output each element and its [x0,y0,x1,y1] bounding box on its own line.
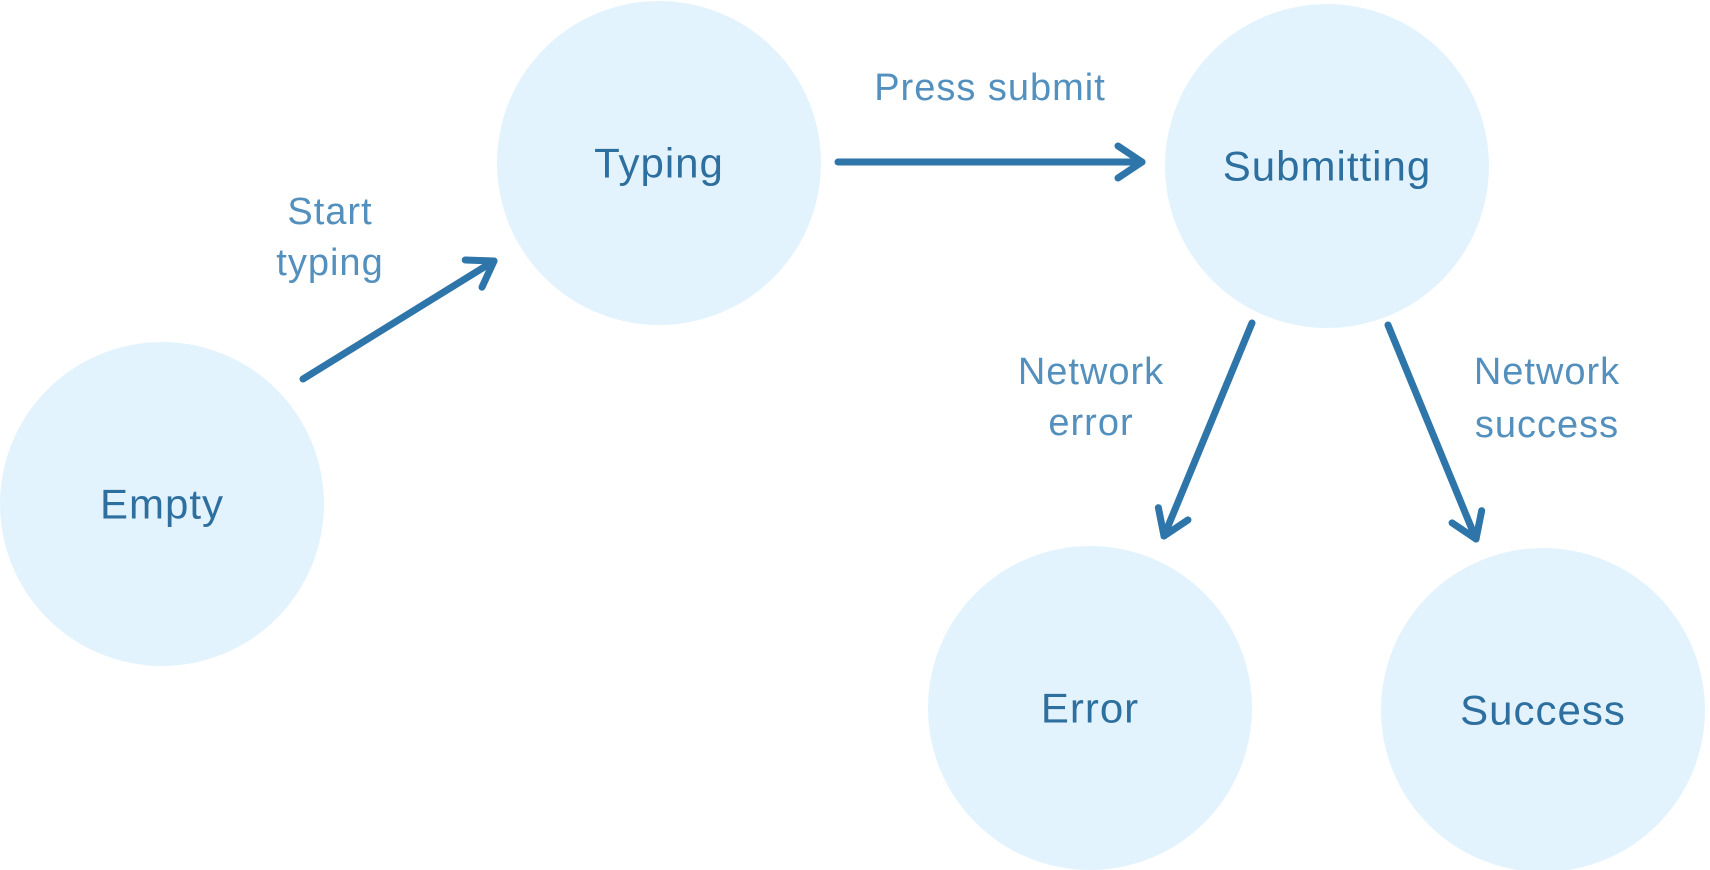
transition-label-typing-to-submitting-line1: Press submit [874,67,1106,109]
state-label-success: Success [1460,687,1626,734]
transition-empty-to-typing: Start typing [276,191,498,383]
state-node-typing: Typing [497,1,821,325]
state-label-submitting: Submitting [1223,143,1431,190]
state-circle-submitting [1165,4,1489,328]
transition-label-empty-to-typing-line2: typing [276,242,383,284]
state-node-error: Error [928,546,1252,870]
state-label-error: Error [1041,685,1139,732]
state-label-typing: Typing [594,140,724,187]
transition-label-submitting-to-error-line1: Network [1018,351,1164,393]
transition-arrow-empty-to-typing [299,256,498,383]
transition-submitting-to-error: Network error [1018,319,1256,540]
transition-label-empty-to-typing-line1: Start [287,191,372,233]
state-circle-success [1381,548,1705,870]
transition-label-submitting-to-success-line2: success [1475,404,1619,446]
state-node-success: Success [1381,548,1705,870]
state-circle-empty [0,342,324,666]
state-circle-typing [497,1,821,325]
state-node-empty: Empty [0,342,324,666]
transition-arrow-submitting-to-success [1384,321,1486,543]
transition-label-submitting-to-success-line1: Network [1474,351,1620,393]
transition-submitting-to-success: Network success [1384,321,1620,543]
transition-typing-to-submitting: Press submit [834,67,1146,182]
transition-arrow-submitting-to-error [1154,319,1256,540]
state-node-submitting: Submitting [1165,4,1489,328]
state-label-empty: Empty [100,481,224,528]
state-circle-error [928,546,1252,870]
transition-label-submitting-to-error-line2: error [1048,402,1133,444]
